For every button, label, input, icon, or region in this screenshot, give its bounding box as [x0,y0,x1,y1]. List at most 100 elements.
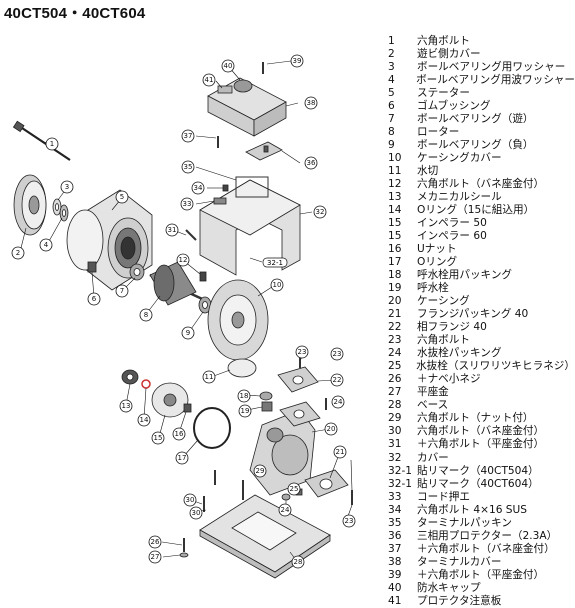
part-number: 11 [388,165,402,178]
part-number: 35 [388,516,402,529]
svg-text:36: 36 [307,159,316,167]
part-number: 33 [388,490,402,503]
svg-text:21: 21 [336,448,345,456]
callout-32-1: 32-1 [267,259,283,267]
callout-36: 36 [304,156,318,170]
svg-text:14: 14 [140,416,149,424]
svg-text:35: 35 [184,163,193,171]
part-number: 12 [388,178,402,191]
part-name: 貼リマーク（40CT604） [417,477,539,490]
u-nut-part-16 [183,403,192,413]
part-name: 六角ボルト [417,35,470,47]
part-number: 37 [388,542,402,555]
end-cover-part-2 [13,174,47,236]
parts-list-item: 37＋六角ボルト（バネ座金付） [388,543,575,556]
svg-text:23: 23 [333,350,342,358]
svg-text:24: 24 [334,398,343,406]
callout-21: 21 [333,445,347,459]
callout-32: 32 [313,205,327,219]
part-number: 4 [388,74,395,87]
part-name: カバー [417,451,449,464]
part-number: 34 [388,503,402,516]
callout-10: 10 [270,278,284,292]
part-number: 30 [388,425,402,438]
part-name: ステーター [417,87,470,100]
svg-text:8: 8 [144,311,148,319]
svg-text:26: 26 [151,538,160,546]
svg-text:25: 25 [290,485,299,493]
parts-list-item: 4 ボールベアリング用波ワッシャー [388,74,575,87]
part-number: 19 [388,282,402,295]
part-number: 8 [388,126,395,139]
part-number: 20 [388,295,402,308]
drain-packing-part-24 [281,493,291,501]
part-name: 貼リマーク（40CT504） [417,464,539,477]
part-number: 29 [388,412,402,425]
bolt-part-34 [222,184,229,192]
washer-part-3 [52,198,62,216]
protector-part-36 [245,141,283,161]
part-name: Oリング（15に組込用） [417,204,535,217]
callout-30: 30 [183,493,197,507]
packing-part-35 [235,176,269,198]
part-number: 23 [388,334,402,347]
part-name: ボールベアリング用波ワッシャー [416,74,575,87]
callout-3: 3 [60,180,74,194]
part-name: Uナット [417,243,457,256]
parts-list-item: 19 呼水栓 [388,282,575,295]
cap-part-40 [233,79,253,93]
callout-12: 12 [176,253,190,267]
callout-24: 24 [278,503,292,517]
part-number: 28 [388,399,402,412]
part-name: 六角ボルト（バネ座金付） [417,425,545,438]
part-number: 10 [388,152,402,165]
part-number: 2 [388,48,395,61]
callout-33: 33 [180,197,194,211]
svg-text:19: 19 [241,407,250,415]
part-name: 三相用プロテクター（2.3A） [417,529,558,542]
part-number: 38 [388,555,402,568]
svg-text:34: 34 [194,184,203,192]
svg-text:32: 32 [316,208,325,216]
part-name: ボールベアリング（遊） [417,113,534,126]
base-part-28 [199,494,331,579]
part-name: 六角ボルト [417,334,470,347]
svg-text:12: 12 [179,256,188,264]
svg-text:39: 39 [293,57,302,65]
callout-7: 7 [115,284,129,298]
part-name: 水抜栓パッキング [417,347,502,360]
part-name: ケーシングカバー [417,152,502,165]
callout-8: 8 [139,308,153,322]
wave-washer-part-4 [59,204,69,222]
callout-20: 20 [324,422,338,436]
bearing-part-7 [129,263,145,281]
part-name: ゴムブッシング [417,100,491,113]
oring-part-17 [193,407,231,449]
part-name: 呼水栓 [417,282,449,295]
parts-list-item: 39＋六角ボルト（平座金付） [388,569,575,582]
part-number: 27 [388,386,402,399]
part-name: 防水キャップ [417,581,481,594]
part-number: 41 [388,594,402,607]
svg-text:27: 27 [151,553,160,561]
svg-text:38: 38 [307,99,316,107]
